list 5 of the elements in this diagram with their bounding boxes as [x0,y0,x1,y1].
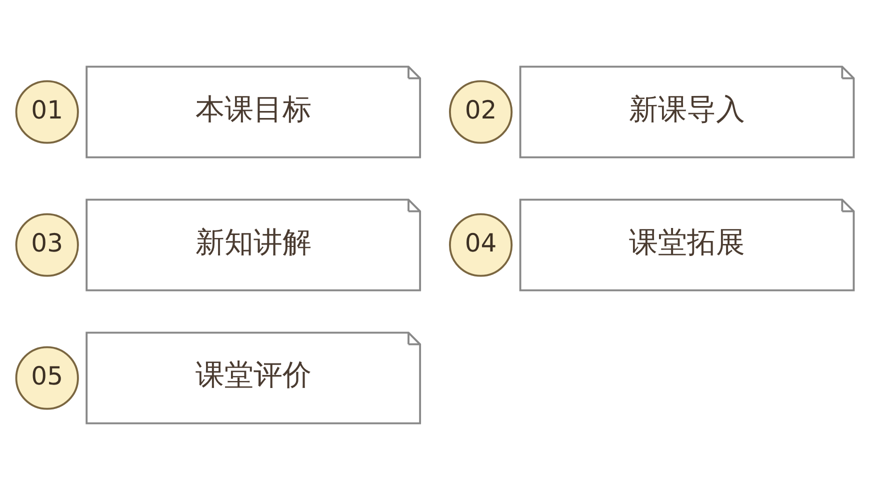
node-circle: 02 [448,80,513,144]
node-circle: 05 [15,346,79,410]
node-circle: 04 [448,212,513,276]
node-circle: 01 [15,80,79,144]
node-circle: 03 [15,212,79,276]
